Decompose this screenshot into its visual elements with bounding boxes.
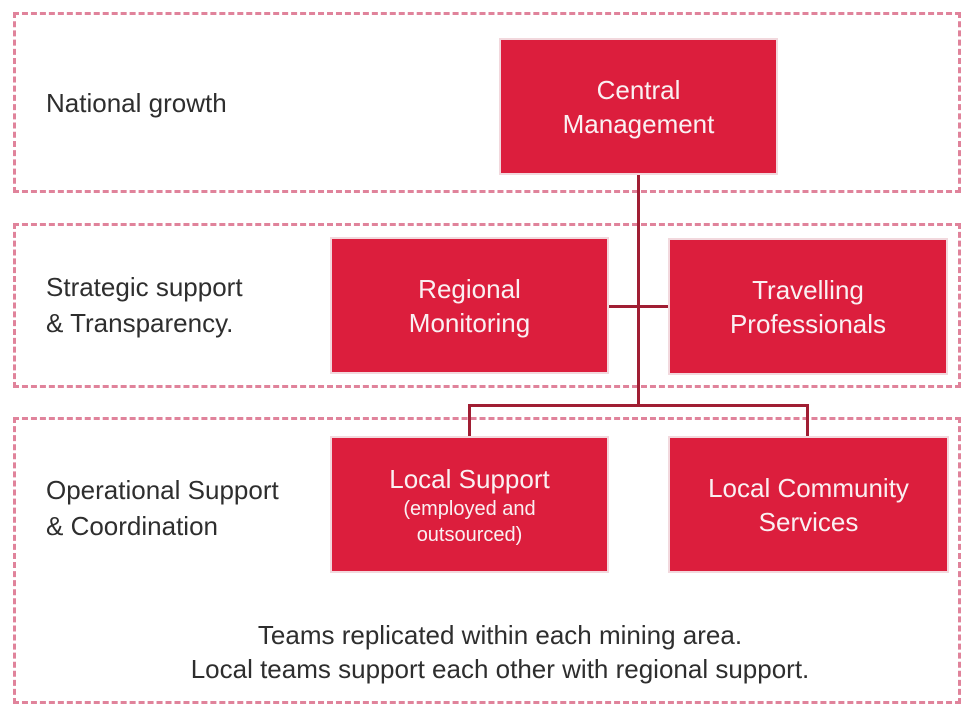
node-title-line: Travelling bbox=[752, 274, 864, 305]
node-title-line: Regional bbox=[418, 273, 521, 304]
node-travelling-professionals: Travelling Professionals bbox=[668, 238, 948, 375]
node-title-line: Monitoring bbox=[408, 307, 531, 338]
node-subtitle-line: outsourced) bbox=[416, 523, 523, 546]
node-subtitle-line: (employed and bbox=[403, 497, 536, 520]
band-label-strategic-support: Strategic support & Transparency. bbox=[46, 269, 243, 341]
caption-line: Local teams support each other with regi… bbox=[190, 654, 810, 684]
node-title-line: Professionals bbox=[729, 308, 887, 339]
band-operational-support bbox=[13, 417, 961, 704]
band-label-line: Strategic support bbox=[46, 272, 243, 302]
node-central-management: Central Management bbox=[499, 38, 778, 175]
band-label-line: Operational Support bbox=[46, 475, 279, 505]
node-title-line: Services bbox=[758, 506, 859, 537]
band-national-growth bbox=[13, 12, 961, 193]
node-title-line: Local Community bbox=[708, 472, 909, 503]
connector-drop-local-support bbox=[468, 404, 471, 437]
band-strategic-support bbox=[13, 223, 961, 388]
band-label-operational-support: Operational Support & Coordination bbox=[46, 472, 279, 544]
node-local-support: Local Support (employed and outsourced) bbox=[330, 436, 609, 573]
connector-regional-travelling bbox=[609, 305, 668, 308]
node-title-line: Local Support bbox=[389, 463, 550, 494]
band-label-line: National growth bbox=[46, 88, 227, 118]
node-title-line: Central bbox=[596, 74, 681, 105]
diagram-caption: Teams replicated within each mining area… bbox=[40, 618, 960, 686]
band-label-line: & Coordination bbox=[46, 511, 218, 541]
caption-line: Teams replicated within each mining area… bbox=[257, 620, 743, 650]
connector-drop-local-community bbox=[806, 404, 809, 437]
band-label-national-growth: National growth bbox=[46, 85, 227, 121]
node-local-community-services: Local Community Services bbox=[668, 436, 949, 573]
node-regional-monitoring: Regional Monitoring bbox=[330, 237, 609, 374]
connector-central-vertical bbox=[637, 175, 640, 406]
node-title-line: Management bbox=[562, 108, 715, 139]
connector-children-horizontal bbox=[468, 404, 809, 407]
band-label-line: & Transparency. bbox=[46, 308, 234, 338]
